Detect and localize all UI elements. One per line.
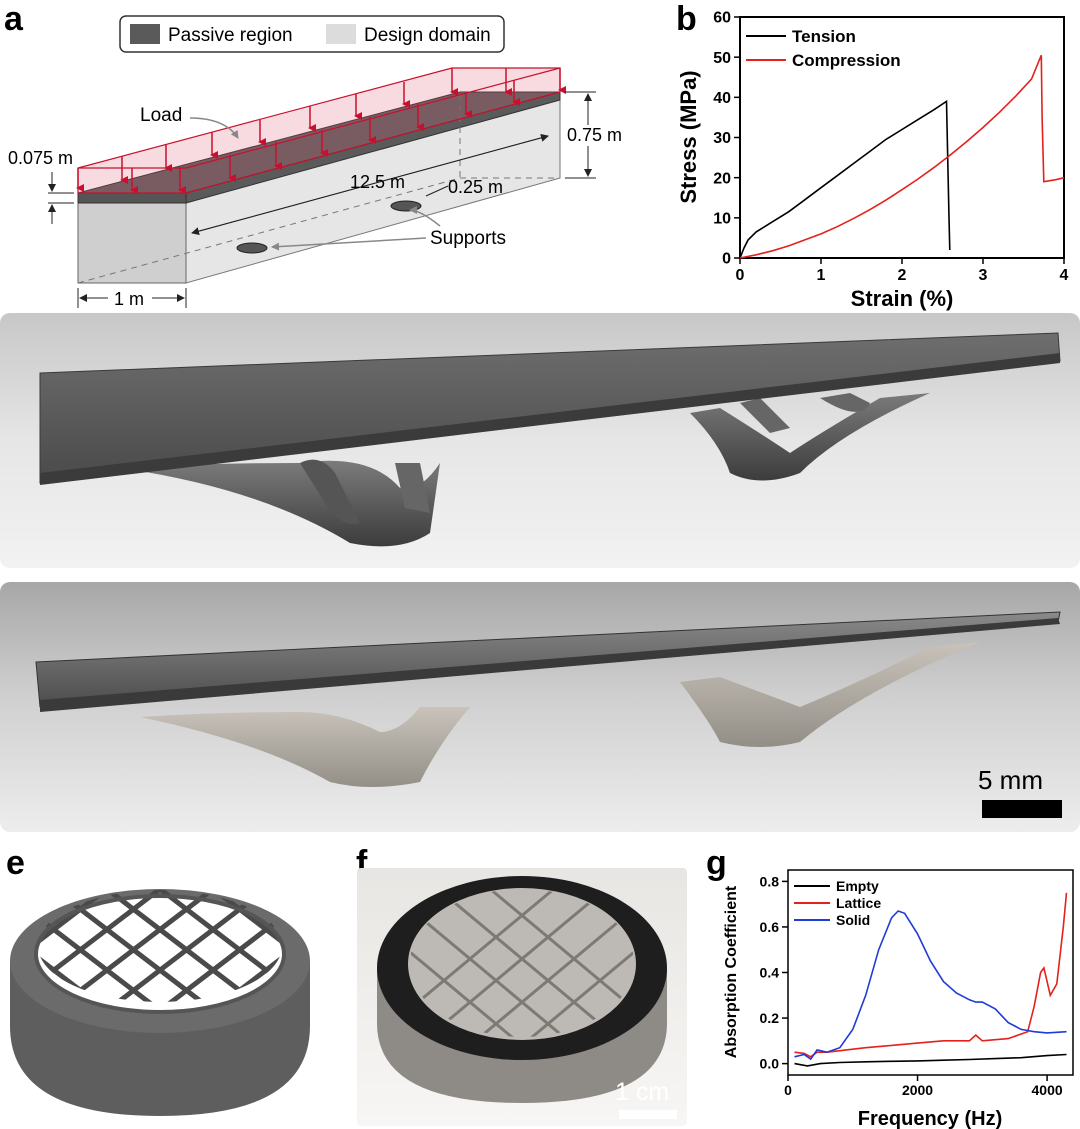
panel-label-b: b — [676, 0, 697, 38]
height-label: 0.75 m — [567, 125, 622, 145]
y-tick-label: 0.4 — [760, 964, 780, 980]
x-tick-label: 1 — [817, 267, 826, 284]
y-tick-label: 30 — [713, 130, 731, 147]
y-axis-label: Stress (MPa) — [676, 70, 701, 203]
legend-label: Lattice — [836, 895, 881, 911]
legend-passive: Passive region — [168, 25, 293, 46]
render-support-right — [690, 393, 930, 481]
schematic-legend: Passive region Design domain — [119, 15, 505, 53]
printed-support-left — [140, 707, 470, 787]
beam-schematic: Passive region Design domain — [8, 15, 622, 309]
y-axis-label: Absorption Coefficient — [723, 885, 740, 1058]
y-tick-label: 20 — [713, 170, 731, 187]
rendered-beam — [39, 332, 1061, 547]
y-tick-label: 0.2 — [760, 1010, 780, 1026]
load-label: Load — [140, 105, 182, 126]
series-lines — [794, 892, 1068, 1067]
render-photo — [0, 313, 1080, 568]
lattice-photo: 1 cm — [357, 868, 687, 1126]
plot-frame — [787, 869, 1074, 1076]
scale-bar-label-f: 1 cm — [615, 1078, 670, 1106]
scale-bar-label-d: 5 mm — [978, 765, 1043, 795]
length-label: 12.5 m — [350, 172, 405, 192]
x-tick-label: 0 — [784, 1082, 792, 1098]
x-tick-label: 2 — [898, 267, 907, 284]
support-right — [390, 200, 422, 212]
y-tick-label: 40 — [713, 90, 731, 107]
printed-lattice — [377, 876, 667, 1103]
y-tick-label: 0.8 — [760, 873, 780, 889]
thickness-label: 0.075 m — [8, 148, 73, 168]
x-tick-label: 3 — [979, 267, 988, 284]
printed-support-right — [680, 642, 980, 747]
x-tick-label: 2000 — [902, 1082, 933, 1098]
x-tick-label: 4000 — [1032, 1082, 1063, 1098]
load-arrows — [76, 68, 566, 194]
lattice-render — [10, 889, 310, 1116]
y-tick-label: 50 — [713, 50, 731, 67]
panel-label-f: f — [356, 844, 368, 882]
y-tick-label: 10 — [713, 210, 731, 227]
x-tick-label: 4 — [1060, 267, 1069, 284]
support-left — [236, 242, 268, 254]
x-axis-label: Frequency (Hz) — [858, 1108, 1002, 1129]
panel-label-e: e — [6, 844, 25, 882]
series-solid — [794, 910, 1067, 1061]
passive-swatch — [130, 24, 160, 44]
support-offset-label: 0.25 m — [448, 177, 503, 197]
legend-label: Empty — [836, 878, 879, 894]
beam-body — [77, 91, 561, 284]
series-compression — [739, 54, 1065, 259]
scale-bar-f — [619, 1110, 677, 1119]
series-tension — [739, 99, 951, 259]
design-swatch — [326, 24, 356, 44]
legend-label: Solid — [836, 912, 870, 928]
y-tick-label: 0 — [722, 251, 731, 268]
y-tick-label: 0.0 — [760, 1056, 780, 1072]
legend-design: Design domain — [364, 25, 491, 46]
width-label: 1 m — [114, 289, 144, 309]
series-lattice — [794, 892, 1068, 1058]
legend-label: Tension — [792, 27, 856, 46]
render-support-left — [120, 459, 440, 547]
series-empty — [794, 1053, 1067, 1067]
supports-label: Supports — [430, 228, 506, 249]
legend-label: Compression — [792, 51, 901, 70]
axis-ticks: 0 2000 4000 0.0 0.2 0.4 0.6 0.8 — [760, 873, 1063, 1098]
plot-frame — [739, 16, 1065, 259]
printed-beam-photo: 5 mm — [0, 582, 1080, 832]
printed-beam — [35, 611, 1061, 787]
x-axis-label: Strain (%) — [851, 286, 954, 311]
y-tick-label: 60 — [713, 10, 731, 27]
scale-bar-d — [982, 800, 1062, 818]
panel-label-g: g — [706, 844, 727, 882]
series-lines — [739, 54, 1065, 259]
x-tick-label: 0 — [736, 267, 745, 284]
absorption-chart: 0 2000 4000 0.0 0.2 0.4 0.6 0.8 EmptyLatticeSol… — [723, 869, 1074, 1129]
y-tick-label: 0.6 — [760, 919, 780, 935]
panel-label-a: a — [4, 0, 23, 38]
